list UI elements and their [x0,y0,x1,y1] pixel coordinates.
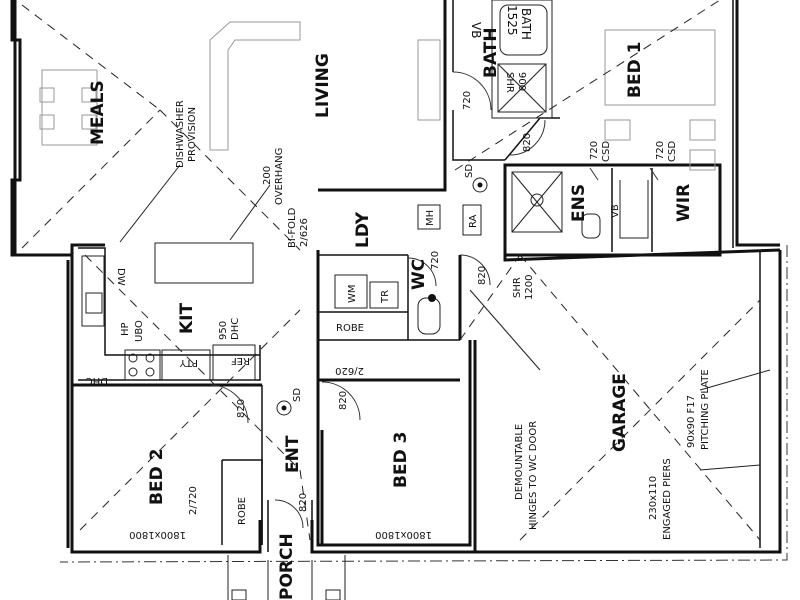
note-plate: PITCHING PLATE [700,369,711,450]
label-mh: MH [425,210,436,226]
room-ent: ENT [283,435,303,473]
room-living: LIVING [313,53,333,118]
label-wm: WM [347,284,358,303]
label-csd-a: 720 [589,141,600,160]
label-robe-2620: 2/620 [335,365,364,376]
label-dhc-2: DHC [230,318,241,340]
label-ubo: UBO [134,320,145,342]
room-garage: GARAGE [610,373,630,452]
label-dhc-1: DHC [86,375,108,386]
note-bifold: BI-FOLD [287,207,298,248]
label-door-720-bath: 720 [462,91,473,110]
label-sd-1: SD [464,164,475,178]
door-swings [209,71,659,529]
note-piers-size: 230x110 [648,476,659,520]
label-bed2-door: 2/720 [188,486,199,515]
interior-walls [39,0,781,600]
manhole-symbol [417,204,441,230]
note-demountable: DEMOUNTABLE [514,424,525,500]
room-bed1: BED 1 [625,42,645,98]
label-robe-ldy: ROBE [336,323,364,334]
label-shr1200: SHR [512,277,523,298]
room-ens: ENS [569,184,589,222]
note-dishwasher: DISHWASHER [175,100,186,168]
label-ref: REF [231,355,250,366]
label-door-720-wc: 720 [430,251,441,270]
label-bath-word: BATH [519,8,533,40]
label-shr900: SHR [504,72,515,93]
label-door-820-bed2: 820 [236,399,247,418]
note-plate-size: 90x90 F17 [686,395,697,448]
room-bed2: BED 2 [147,449,167,505]
room-labels: MEALS LIVING BATH BED 1 KIT LDY WC ENS W… [88,27,694,600]
note-provision: PROVISION [187,107,198,162]
leader-lines [119,164,771,471]
label-bed2-robe: ROBE [237,497,248,525]
label-door-820-bed3: 820 [338,391,349,410]
room-wc: WC [409,259,429,290]
room-kit: KIT [177,303,197,334]
label-vb-ens: VB [610,204,621,218]
room-bed3: BED 3 [391,432,411,488]
smoke-detector-icon [276,177,488,416]
room-wir: WIR [674,184,694,222]
label-pty: PTY [179,357,198,368]
room-meals: MEALS [88,80,108,145]
note-hinges: HINGES TO WC DOOR [528,421,539,530]
label-dhc-950: 950 [218,321,229,340]
label-vb-bath: VB [469,22,483,38]
return-air-symbol [462,204,482,236]
label-ra: RA [468,214,479,228]
label-door-820-bath: 820 [522,133,533,152]
label-bed2-size: 1800x1800 [129,529,186,540]
label-csd-b-text: CSD [667,141,678,162]
annotations: DISHWASHER PROVISION 200 OVERHANG BI-FOL… [86,5,711,540]
room-porch: PORCH [277,533,297,600]
label-bath-1525: 1525 [505,5,519,36]
label-bed3-size: 1800x1800 [375,529,432,540]
label-sd-2: SD [292,388,303,402]
label-door-820-wc: 820 [477,266,488,285]
label-door-820-ent: 820 [298,493,309,512]
roof-lines [21,0,761,541]
label-csd-a-text: CSD [601,141,612,162]
note-bifold-size: 2/626 [299,218,310,247]
note-overhang: OVERHANG [274,148,285,205]
label-shr900-size: 900 [516,72,527,91]
room-ldy: LDY [353,211,373,248]
label-shr1200-size: 1200 [524,275,535,300]
note-200: 200 [262,166,273,185]
label-csd-b: 720 [655,141,666,160]
room-bath: BATH [481,27,501,78]
label-tr: TR [380,290,391,304]
label-hp: HP [120,322,131,336]
label-dw: DW [115,268,126,286]
note-piers: ENGAGED PIERS [662,458,673,540]
